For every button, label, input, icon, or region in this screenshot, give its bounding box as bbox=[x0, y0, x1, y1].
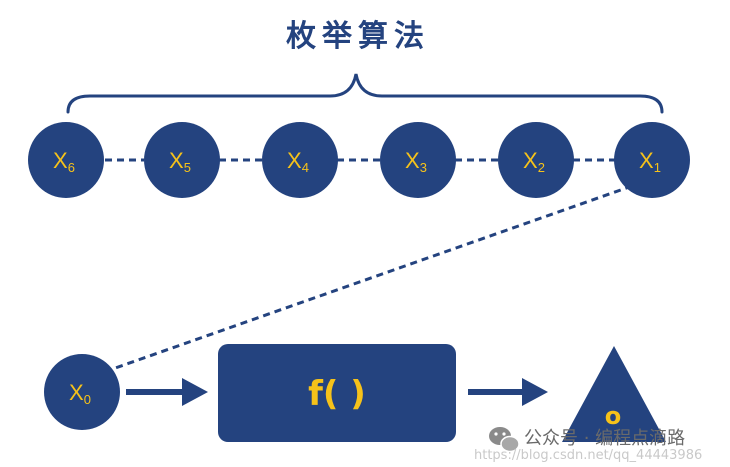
function-box: f( ) bbox=[218, 344, 456, 442]
node-x3: X3 bbox=[380, 122, 456, 198]
node-x1: X1 bbox=[614, 122, 690, 198]
node-x4-base: X bbox=[287, 148, 302, 173]
watermark-text: 公众号 · 编程点滴路 bbox=[524, 428, 685, 449]
svg-text:X5: X5 bbox=[169, 148, 191, 175]
node-x6-sub: 6 bbox=[68, 160, 75, 175]
node-x5-sub: 5 bbox=[184, 160, 191, 175]
node-x0: X0 bbox=[44, 354, 120, 430]
output-label: o bbox=[605, 402, 622, 430]
node-x4: X4 bbox=[262, 122, 338, 198]
svg-text:X6: X6 bbox=[53, 148, 75, 175]
node-x1-base: X bbox=[639, 148, 654, 173]
watermark: 公众号 · 编程点滴路 https://blog.csdn.net/qq_444… bbox=[474, 427, 702, 463]
svg-text:X2: X2 bbox=[523, 148, 545, 175]
connector-x1-x0 bbox=[103, 184, 633, 374]
svg-text:X1: X1 bbox=[639, 148, 661, 175]
node-x3-base: X bbox=[405, 148, 420, 173]
node-connectors bbox=[103, 158, 633, 374]
node-x0-base: X bbox=[69, 380, 84, 405]
node-x5: X5 bbox=[144, 122, 220, 198]
node-x3-sub: 3 bbox=[420, 160, 427, 175]
svg-text:X0: X0 bbox=[69, 380, 91, 407]
node-x1-sub: 1 bbox=[654, 160, 661, 175]
node-x2-sub: 2 bbox=[538, 160, 545, 175]
wechat-icon bbox=[489, 427, 520, 453]
node-x6-base: X bbox=[53, 148, 68, 173]
arrow-input-to-function bbox=[126, 378, 208, 406]
diagram-title: 枚举算法 bbox=[286, 19, 430, 54]
watermark-url: https://blog.csdn.net/qq_44443986 bbox=[474, 448, 702, 463]
node-x5-base: X bbox=[169, 148, 184, 173]
curly-brace bbox=[66, 73, 664, 114]
node-x4-sub: 4 bbox=[302, 160, 309, 175]
output-triangle: o bbox=[562, 346, 666, 442]
node-x2-base: X bbox=[523, 148, 538, 173]
svg-text:X3: X3 bbox=[405, 148, 427, 175]
node-x0-sub: 0 bbox=[84, 392, 91, 407]
arrow-function-to-output bbox=[468, 378, 548, 406]
function-label: f( ) bbox=[308, 374, 366, 414]
node-x2: X2 bbox=[498, 122, 574, 198]
svg-text:X4: X4 bbox=[287, 148, 309, 175]
node-x6: X6 bbox=[28, 122, 104, 198]
